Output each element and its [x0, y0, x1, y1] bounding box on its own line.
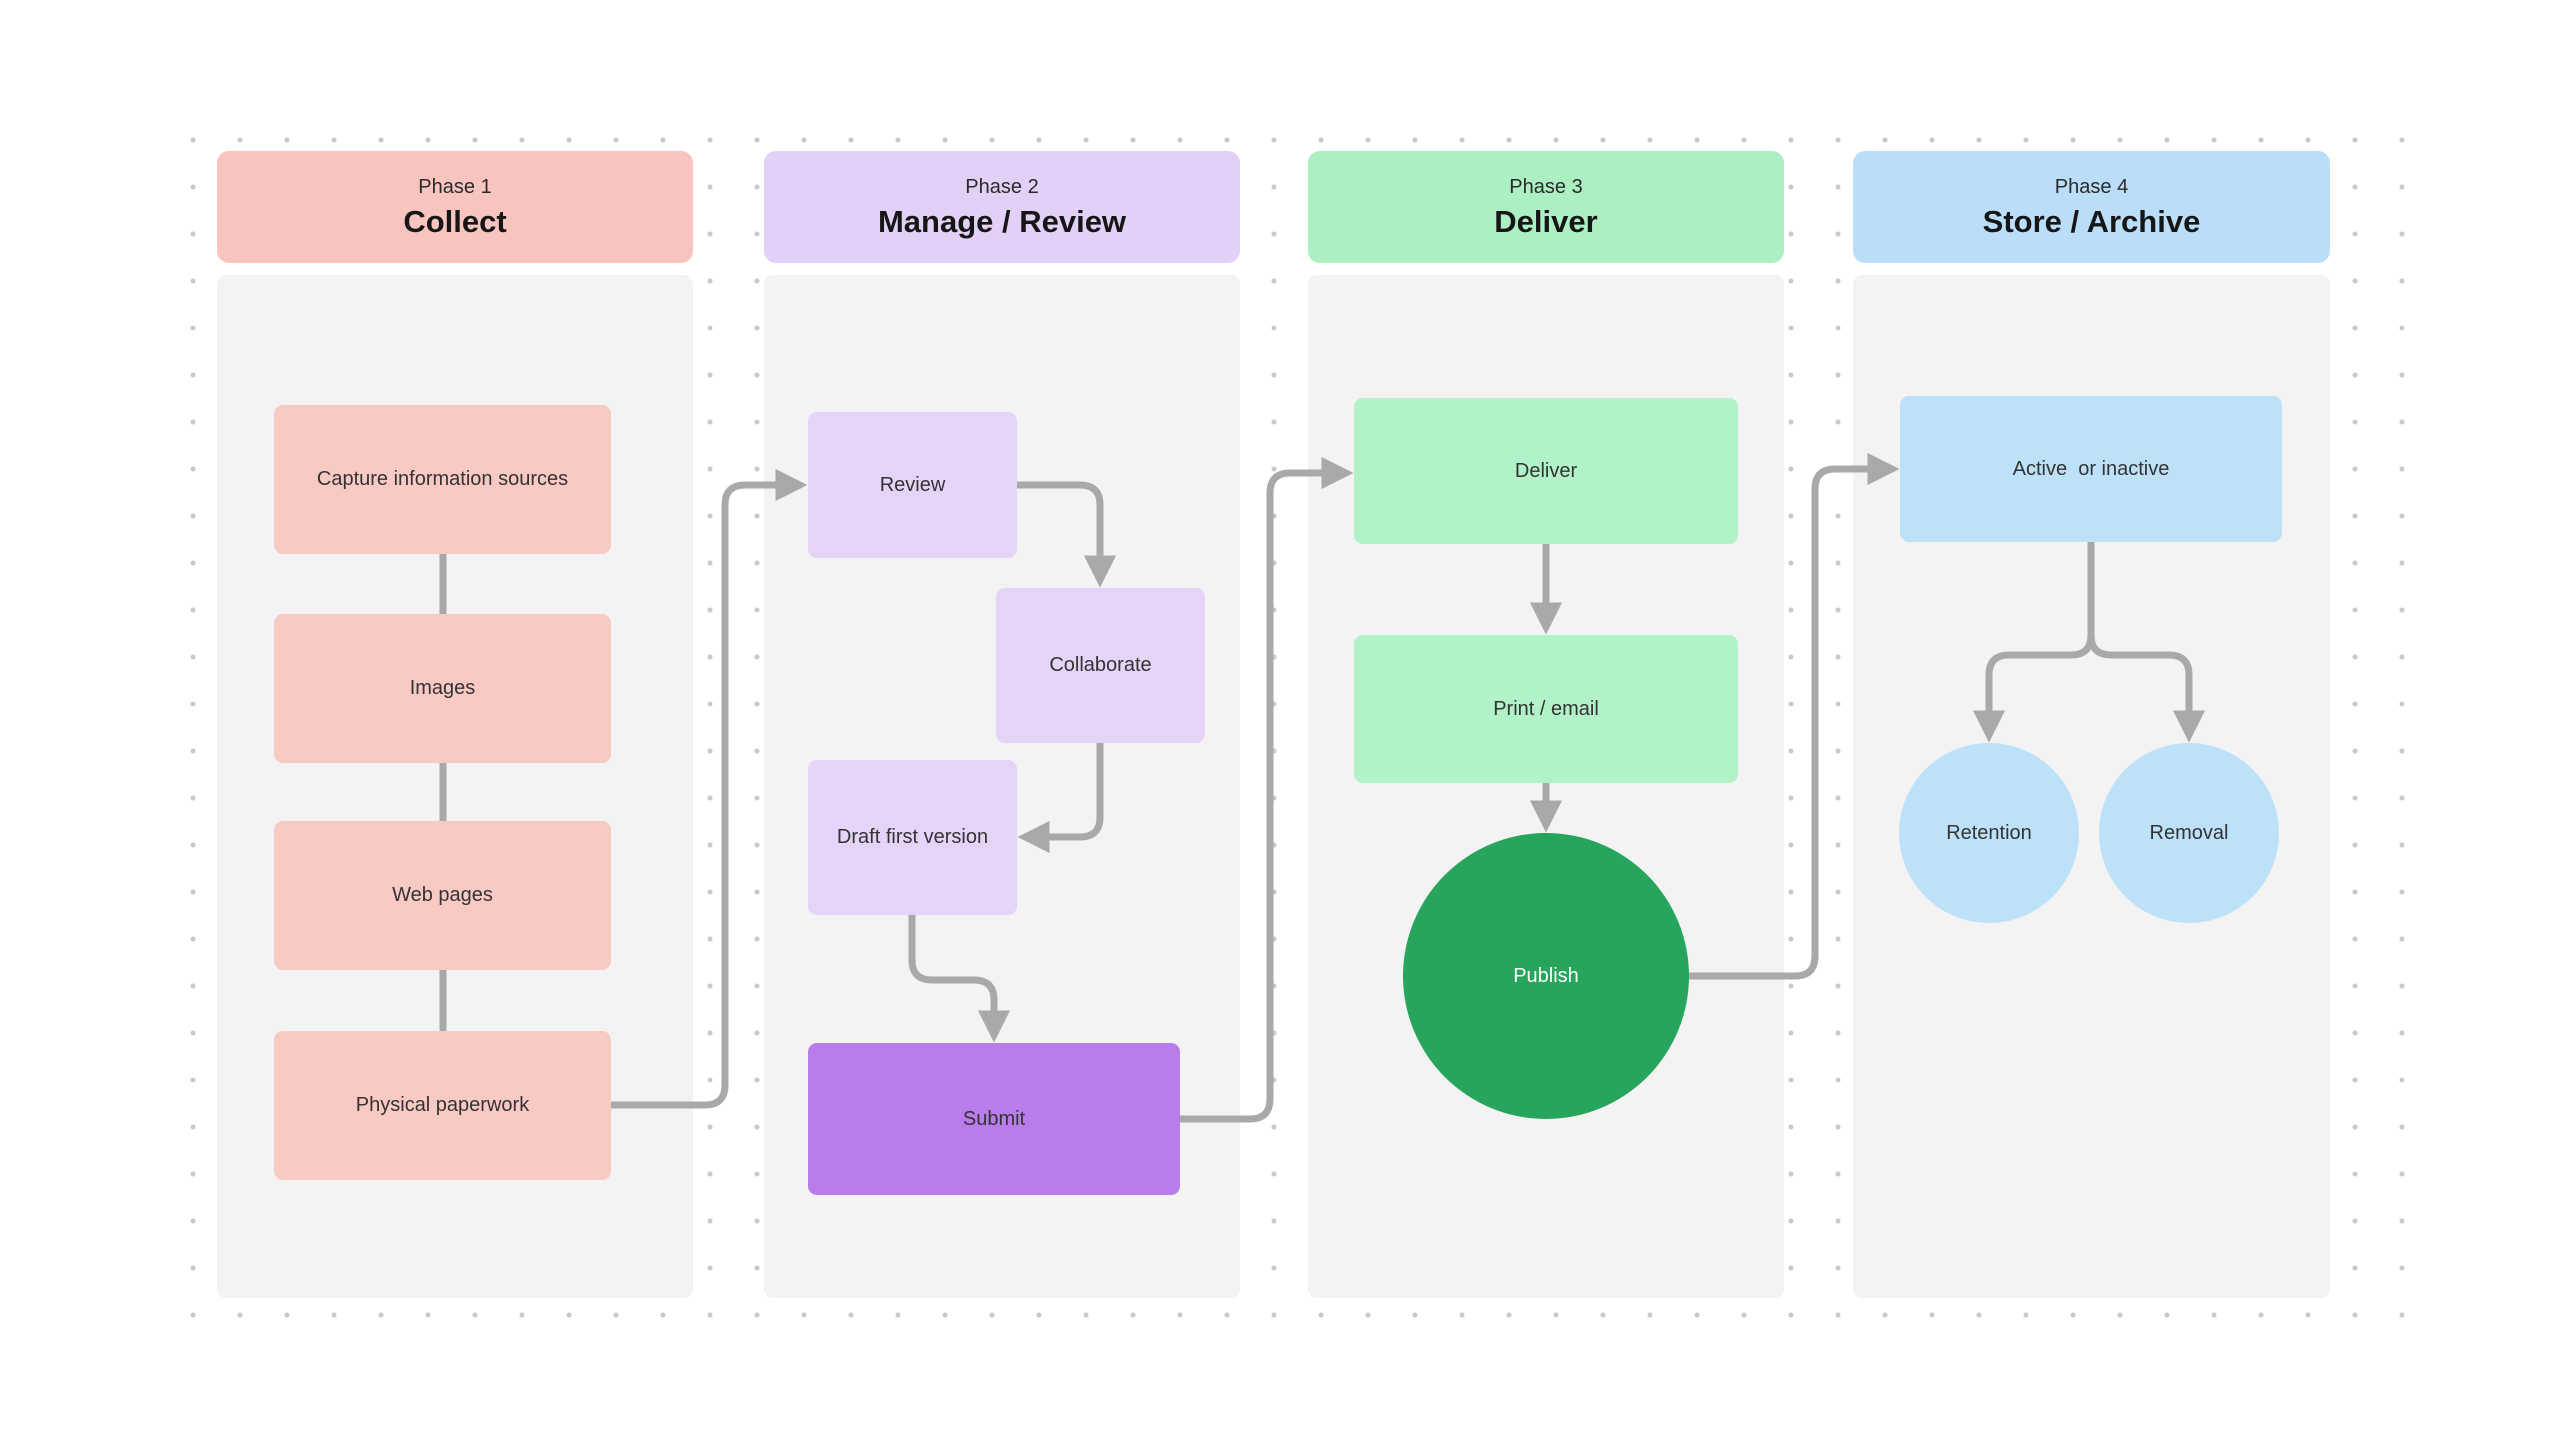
phase-3-label: Phase 3 — [1509, 175, 1583, 198]
node-web-pages[interactable]: Web pages — [274, 821, 611, 970]
node-retention[interactable]: Retention — [1899, 743, 2079, 923]
phase-2-title: Manage / Review — [877, 203, 1127, 239]
phase-1-label: Phase 1 — [418, 175, 492, 198]
node-publish[interactable]: Publish — [1403, 833, 1689, 1119]
phase-4-label: Phase 4 — [2054, 175, 2129, 198]
connector-active-to-removal[interactable] — [2087, 542, 2206, 743]
phase-4-title: Store / Archive — [1982, 203, 2201, 239]
node-removal[interactable]: Removal — [2099, 743, 2279, 923]
node-capture-information-sources[interactable]: Capture information sources — [274, 405, 611, 554]
node-review[interactable]: Review — [808, 412, 1017, 558]
connector-submit-to-deliver[interactable] — [1180, 456, 1354, 1123]
connector-collaborate-to-draft[interactable] — [1017, 743, 1104, 854]
phase-3-title: Deliver — [1494, 203, 1598, 239]
connector-publish-to-active[interactable] — [1689, 452, 1900, 980]
node-print-email[interactable]: Print / email — [1354, 635, 1738, 783]
connector-physical-paperwork-to-review[interactable] — [611, 468, 808, 1109]
connector-draft-to-submit[interactable] — [908, 915, 1011, 1043]
phase-2-header[interactable]: Phase 2 Manage / Review — [764, 151, 1240, 263]
connector-review-to-collaborate[interactable] — [1017, 481, 1117, 588]
phase-3-header[interactable]: Phase 3 Deliver — [1308, 151, 1784, 263]
phase-1-title: Collect — [403, 203, 507, 239]
node-physical-paperwork[interactable]: Physical paperwork — [274, 1031, 611, 1180]
node-submit[interactable]: Submit — [808, 1043, 1180, 1195]
node-draft-first-version[interactable]: Draft first version — [808, 760, 1017, 915]
phase-1-header[interactable]: Phase 1 Collect — [217, 151, 693, 263]
node-images[interactable]: Images — [274, 614, 611, 763]
connector-active-to-retention[interactable] — [1972, 542, 2095, 743]
node-collaborate[interactable]: Collaborate — [996, 588, 1205, 743]
phase-4-header[interactable]: Phase 4 Store / Archive — [1853, 151, 2330, 263]
node-deliver[interactable]: Deliver — [1354, 398, 1738, 544]
node-active-or-inactive[interactable]: Active or inactive — [1900, 396, 2282, 542]
phase-2-label: Phase 2 — [965, 175, 1039, 198]
